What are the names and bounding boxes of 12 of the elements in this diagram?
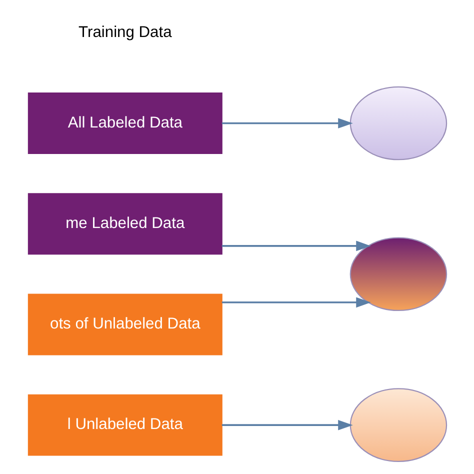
arrow — [221, 118, 352, 128]
node-box: ots of Unlabeled Data — [27, 294, 222, 356]
node-ellipse — [349, 86, 447, 160]
node-box: l Unlabeled Data — [27, 394, 222, 456]
node-ellipse — [349, 237, 447, 312]
node-ellipse — [349, 388, 447, 462]
arrow — [221, 240, 370, 252]
node-box: All Labeled Data — [27, 92, 222, 154]
arrow — [221, 420, 352, 430]
node-box: me Labeled Data — [27, 193, 222, 255]
arrow — [221, 297, 370, 308]
label: Training Data — [78, 24, 172, 41]
